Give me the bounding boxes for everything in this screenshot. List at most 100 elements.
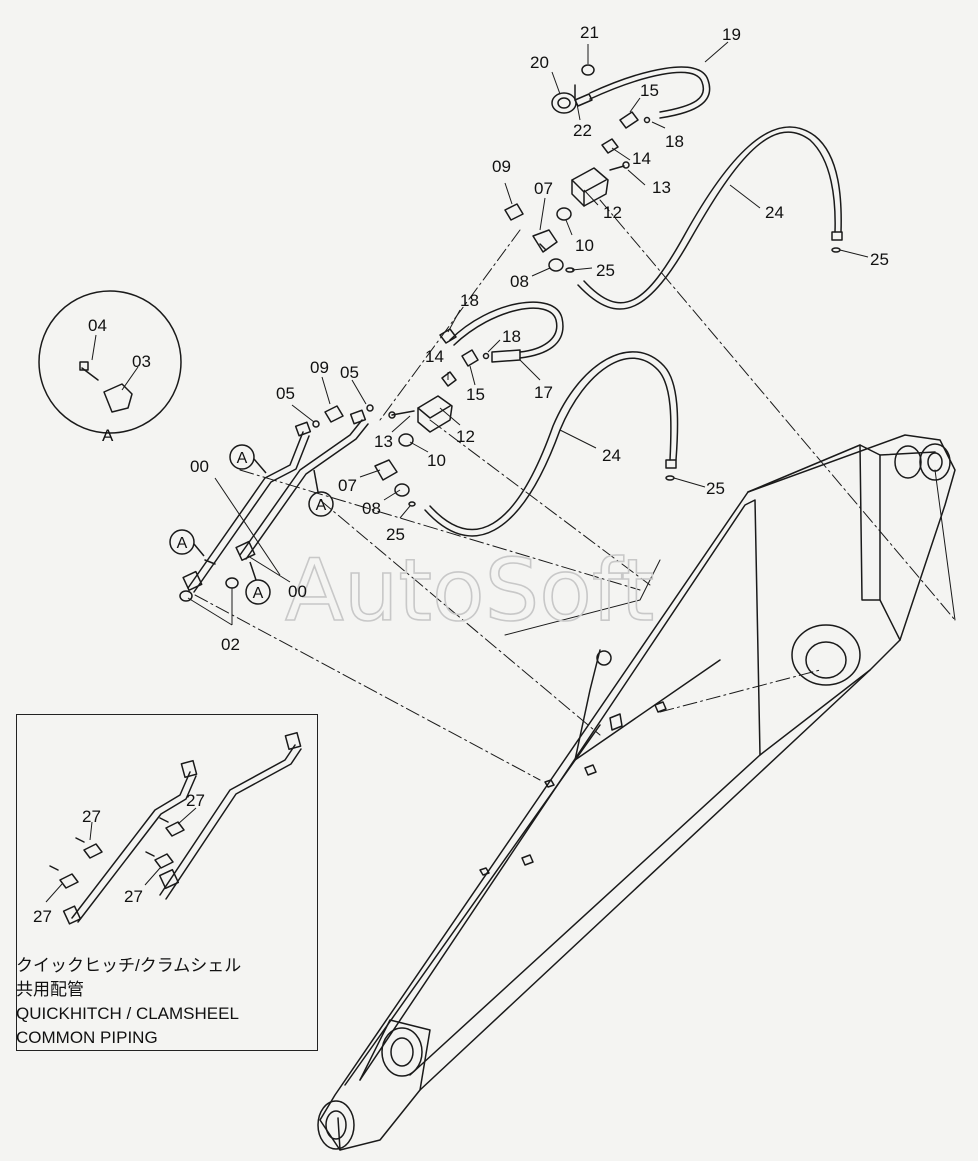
end-25-lower <box>665 459 677 481</box>
fitting-10-upper <box>556 207 572 221</box>
hose-19 <box>589 66 711 119</box>
inset-panel <box>16 714 318 1051</box>
view-marker-4 <box>245 579 271 605</box>
fitting-05a <box>366 404 374 412</box>
boom-foot-pin <box>317 1100 355 1150</box>
callout-09-mid: 09 <box>310 358 329 377</box>
callout-13-upper: 13 <box>652 178 671 197</box>
callout-07-upper: 07 <box>534 179 553 198</box>
boom-body <box>319 434 956 1151</box>
inset-title-jp-2: 共用配管 <box>16 980 84 999</box>
hose-18-17 <box>449 301 564 359</box>
view-markers <box>169 444 334 605</box>
fitting-09-upper <box>504 203 524 221</box>
bolt-13-upper <box>609 161 630 171</box>
fitting-09-mid <box>324 405 344 423</box>
callout-09-upper: 09 <box>492 157 511 176</box>
callout-27-b: 27 <box>186 791 205 810</box>
callout-25-mid: 25 <box>386 525 405 544</box>
inset-title-en-2: COMMON PIPING <box>16 1028 158 1047</box>
oring-18-mid <box>482 352 490 360</box>
frame-lines <box>504 469 956 636</box>
callout-08-mid: 08 <box>362 499 381 518</box>
pipe-00-right <box>235 409 369 561</box>
end-25-mid <box>408 501 416 507</box>
callout-05-a: 05 <box>340 363 359 382</box>
inset-pipes <box>49 731 302 925</box>
guide-lines <box>194 199 956 781</box>
boom-cylinder-boss <box>381 1027 423 1077</box>
fitting-14-mid <box>441 371 457 387</box>
hose-24-lower <box>424 351 679 537</box>
callout-15-upper: 15 <box>640 81 659 100</box>
fitting-08-upper <box>548 258 564 272</box>
callout-05-b: 05 <box>276 384 295 403</box>
fitting-15-upper <box>619 111 639 129</box>
view-marker-label-2: A <box>316 497 327 514</box>
detail-label-a: A <box>102 426 114 445</box>
callout-03: 03 <box>132 352 151 371</box>
callout-27-a: 27 <box>82 807 101 826</box>
oring-18-upper <box>643 116 651 124</box>
view-marker-label-3: A <box>177 535 188 552</box>
callout-04: 04 <box>88 316 107 335</box>
view-marker-1 <box>229 444 255 470</box>
leader-lines <box>45 41 869 903</box>
boom-top-pin <box>894 443 951 481</box>
callout-08-upper: 08 <box>510 272 529 291</box>
view-marker-3 <box>169 529 195 555</box>
callout-02: 02 <box>221 635 240 654</box>
boom-center-boss <box>791 624 861 686</box>
callout-13-mid: 13 <box>374 432 393 451</box>
boom-hole-upper <box>596 650 612 666</box>
hose-24-upper <box>577 126 842 310</box>
callout-21: 21 <box>580 23 599 42</box>
fitting-18-mid <box>439 328 457 344</box>
bolt-13-mid <box>388 410 415 419</box>
callout-labels: 21 19 20 15 22 18 14 13 09 07 12 24 10 2… <box>33 23 889 926</box>
fitting-20 <box>551 92 593 114</box>
callout-25-right: 25 <box>870 250 889 269</box>
callout-17: 17 <box>534 383 553 402</box>
callout-24-upper: 24 <box>765 203 784 222</box>
callout-25-upper: 25 <box>596 261 615 280</box>
callout-10-upper: 10 <box>575 236 594 255</box>
callout-18-upper: 18 <box>665 132 684 151</box>
callout-12-upper: 12 <box>603 203 622 222</box>
callout-27-c: 27 <box>33 907 52 926</box>
view-marker-label-4: A <box>253 585 264 602</box>
fitting-17-end <box>491 349 521 363</box>
block-12-upper <box>571 167 609 207</box>
callout-00-right: 00 <box>288 582 307 601</box>
pipe-00-left <box>182 421 312 593</box>
callout-27-d: 27 <box>124 887 143 906</box>
inset-caption: クイックヒッチ/クラムシェル 共用配管 QUICKHITCH / CLAMSHE… <box>16 954 241 1050</box>
view-marker-labels: A A A A <box>177 450 327 602</box>
callout-10-mid: 10 <box>427 451 446 470</box>
fitting-15-mid <box>461 349 479 367</box>
callout-18-mid-a: 18 <box>460 291 479 310</box>
fitting-05b <box>312 420 320 428</box>
callout-15-mid: 15 <box>466 385 485 404</box>
view-marker-2 <box>308 491 334 517</box>
elbow-07-upper <box>532 229 558 253</box>
fitting-14-upper <box>601 138 619 154</box>
callout-07-mid: 07 <box>338 476 357 495</box>
callout-22: 22 <box>573 121 592 140</box>
callout-20: 20 <box>530 53 549 72</box>
elbow-07-mid <box>374 459 398 481</box>
callout-12-mid: 12 <box>456 427 475 446</box>
callout-24-mid: 24 <box>602 446 621 465</box>
inset-title-jp-1: クイックヒッチ/クラムシェル <box>16 956 242 975</box>
callout-25-lower: 25 <box>706 479 725 498</box>
inset-title-en-1: QUICKHITCH / CLAMSHEEL <box>16 1004 239 1023</box>
callout-14-mid: 14 <box>425 347 444 366</box>
fitting-08-mid <box>394 483 410 497</box>
callout-14-upper: 14 <box>632 149 651 168</box>
watermark: AutoSoft <box>285 541 654 641</box>
callout-18-mid-b: 18 <box>502 327 521 346</box>
callout-00-left: 00 <box>190 457 209 476</box>
fitting-10-mid <box>398 433 414 447</box>
view-marker-label-1: A <box>237 450 248 467</box>
